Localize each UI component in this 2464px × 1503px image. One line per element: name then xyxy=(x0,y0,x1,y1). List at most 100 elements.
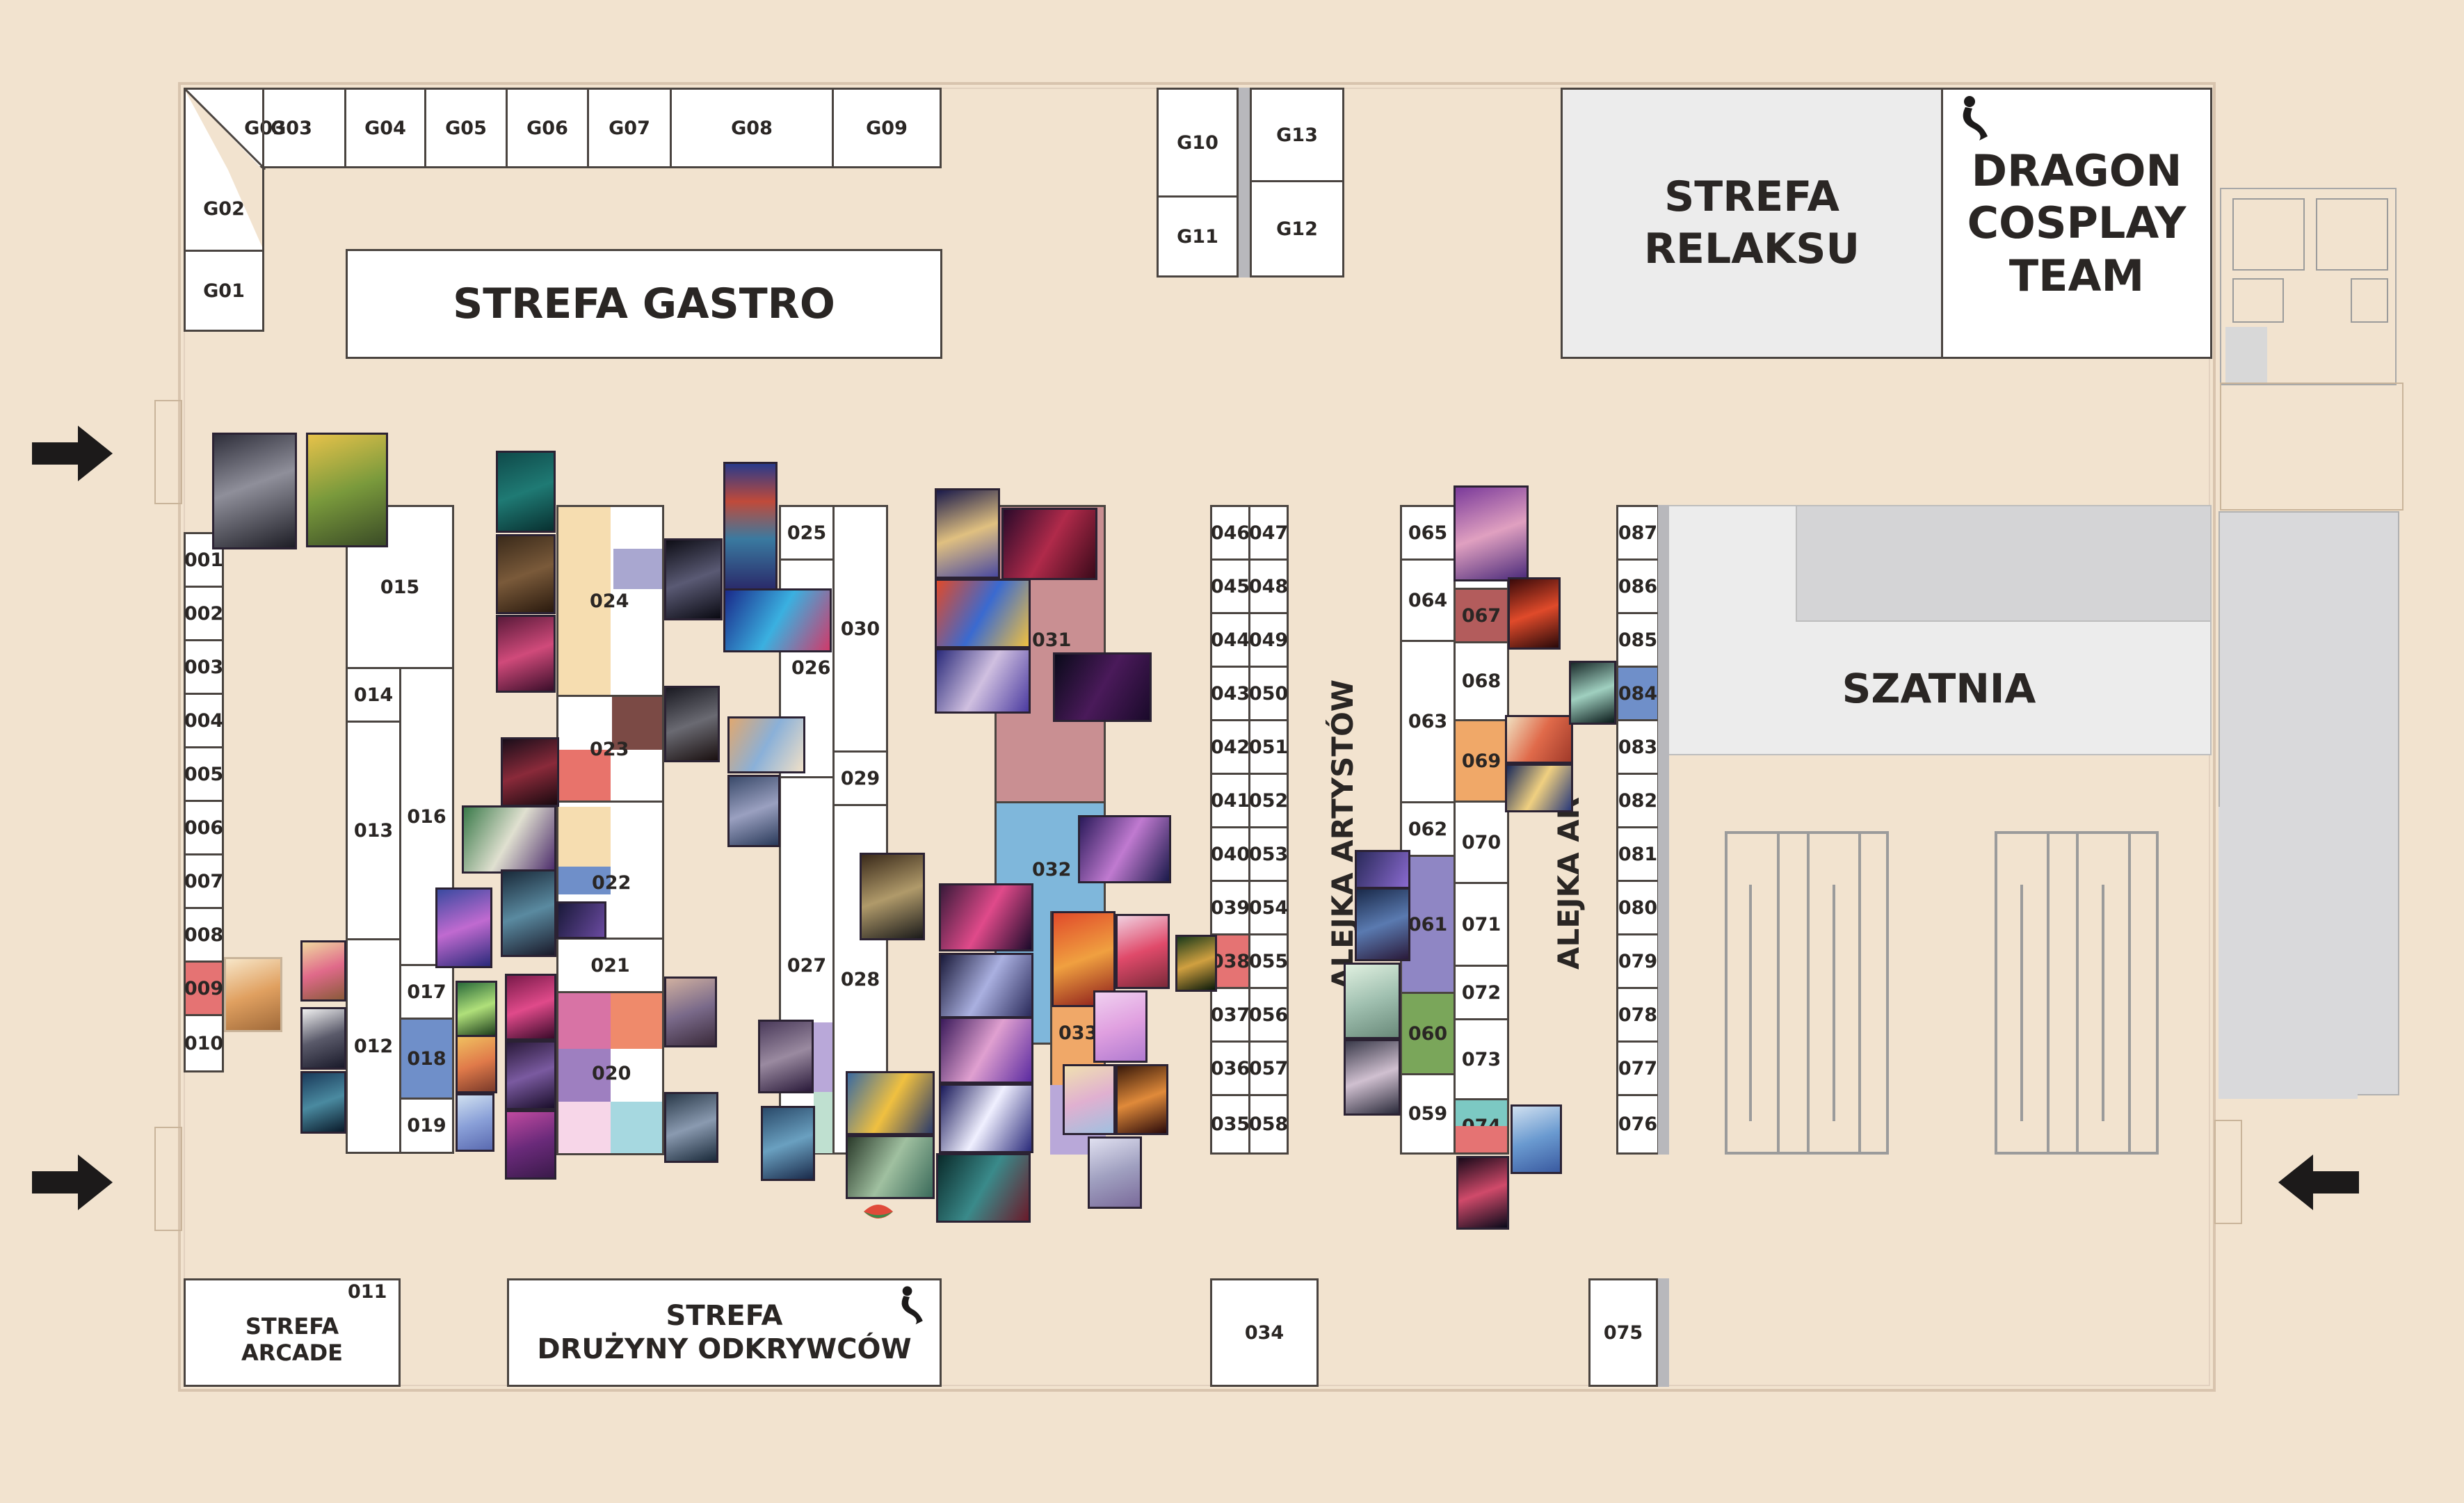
artist-illustration-thumbnail[interactable] xyxy=(1088,1136,1142,1209)
artist-illustration-thumbnail[interactable] xyxy=(224,957,282,1032)
booth-063[interactable]: 063 xyxy=(1400,640,1456,803)
zone-szatnia[interactable]: SZATNIA xyxy=(1666,622,2212,755)
artist-illustration-thumbnail[interactable] xyxy=(860,853,925,940)
booth-040[interactable]: 040 xyxy=(1210,826,1250,882)
booth-013[interactable]: 013 xyxy=(346,721,401,940)
booth-050[interactable]: 050 xyxy=(1248,666,1289,721)
booth-025[interactable]: 025 xyxy=(779,505,835,561)
artist-illustration-thumbnail[interactable] xyxy=(212,433,297,549)
booth-003[interactable]: 003 xyxy=(184,639,224,695)
artist-illustration-thumbnail[interactable] xyxy=(939,1017,1033,1084)
booth-029[interactable]: 029 xyxy=(832,750,888,806)
artist-illustration-thumbnail[interactable] xyxy=(664,686,720,762)
booth-010[interactable]: 010 xyxy=(184,1014,224,1072)
booth-046[interactable]: 046 xyxy=(1210,505,1250,561)
booth-G08[interactable]: G08 xyxy=(670,88,834,168)
artist-illustration-thumbnail[interactable] xyxy=(935,488,1000,579)
booth-047[interactable]: 047 xyxy=(1248,505,1289,561)
artist-illustration-thumbnail[interactable] xyxy=(505,974,556,1040)
booth-044[interactable]: 044 xyxy=(1210,612,1250,668)
booth-014[interactable]: 014 xyxy=(346,667,401,723)
artist-illustration-thumbnail[interactable] xyxy=(1344,1039,1401,1116)
artist-illustration-thumbnail[interactable] xyxy=(727,716,805,773)
artist-illustration-thumbnail[interactable] xyxy=(939,1084,1033,1153)
artist-illustration-thumbnail[interactable] xyxy=(1052,911,1116,1007)
booth-043[interactable]: 043 xyxy=(1210,666,1250,721)
artist-illustration-thumbnail[interactable] xyxy=(1508,577,1561,650)
booth-035[interactable]: 035 xyxy=(1210,1094,1250,1155)
artist-illustration-thumbnail[interactable] xyxy=(462,805,556,874)
booth-062[interactable]: 062 xyxy=(1400,801,1456,857)
artist-illustration-thumbnail[interactable] xyxy=(1569,661,1616,725)
artist-illustration-thumbnail[interactable] xyxy=(1116,914,1170,989)
booth-069[interactable]: 069 xyxy=(1454,719,1509,803)
booth-073[interactable]: 073 xyxy=(1454,1018,1509,1100)
booth-084[interactable]: 084 xyxy=(1616,666,1659,721)
artist-illustration-thumbnail[interactable] xyxy=(727,775,780,847)
booth-041[interactable]: 041 xyxy=(1210,773,1250,828)
zone-dragon-cosplay[interactable]: DRAGON COSPLAY TEAM xyxy=(1941,88,2212,359)
booth-019[interactable]: 019 xyxy=(399,1098,454,1154)
booth-020[interactable]: 020 xyxy=(556,991,664,1155)
booth-G06[interactable]: G06 xyxy=(506,88,589,168)
artist-illustration-thumbnail[interactable] xyxy=(496,534,556,614)
artist-illustration-thumbnail[interactable] xyxy=(505,1110,556,1180)
booth-039[interactable]: 039 xyxy=(1210,880,1250,935)
booth-079[interactable]: 079 xyxy=(1616,933,1659,989)
zone-gastro[interactable]: STREFA GASTRO xyxy=(346,249,942,359)
artist-illustration-thumbnail[interactable] xyxy=(1511,1104,1562,1174)
artist-illustration-thumbnail[interactable] xyxy=(664,976,717,1047)
artist-illustration-thumbnail[interactable] xyxy=(761,1106,815,1181)
artist-illustration-thumbnail[interactable] xyxy=(1063,1064,1116,1135)
booth-076[interactable]: 076 xyxy=(1616,1094,1659,1155)
booth-078[interactable]: 078 xyxy=(1616,987,1659,1043)
artist-illustration-thumbnail[interactable] xyxy=(1053,652,1152,722)
booth-051[interactable]: 051 xyxy=(1248,719,1289,775)
artist-illustration-thumbnail[interactable] xyxy=(1505,764,1573,812)
booth-052[interactable]: 052 xyxy=(1248,773,1289,828)
artist-illustration-thumbnail[interactable] xyxy=(1078,815,1171,883)
booth-081[interactable]: 081 xyxy=(1616,826,1659,882)
booth-054[interactable]: 054 xyxy=(1248,880,1289,935)
booth-034[interactable]: 034 xyxy=(1210,1278,1319,1387)
artist-illustration-thumbnail[interactable] xyxy=(505,1040,556,1110)
booth-G10[interactable]: G10 xyxy=(1157,88,1239,198)
artist-illustration-thumbnail[interactable] xyxy=(1175,935,1217,992)
artist-illustration-thumbnail[interactable] xyxy=(1454,485,1529,581)
artist-illustration-thumbnail[interactable] xyxy=(1344,963,1401,1039)
booth-072[interactable]: 072 xyxy=(1454,965,1509,1020)
booth-005[interactable]: 005 xyxy=(184,746,224,802)
booth-018[interactable]: 018 xyxy=(399,1018,454,1100)
booth-071[interactable]: 071 xyxy=(1454,882,1509,967)
booth-064[interactable]: 064 xyxy=(1400,558,1456,642)
booth-058[interactable]: 058 xyxy=(1248,1094,1289,1155)
artist-illustration-thumbnail[interactable] xyxy=(300,940,346,1002)
booth-011[interactable]: 011 xyxy=(348,1281,387,1303)
booth-009[interactable]: 009 xyxy=(184,961,224,1016)
artist-illustration-thumbnail[interactable] xyxy=(935,648,1031,714)
booth-024[interactable]: 024 xyxy=(556,505,664,697)
booth-037[interactable]: 037 xyxy=(1210,987,1250,1043)
booth-006[interactable]: 006 xyxy=(184,800,224,855)
booth-057[interactable]: 057 xyxy=(1248,1040,1289,1096)
booth-068[interactable]: 068 xyxy=(1454,641,1509,721)
artist-illustration-thumbnail[interactable] xyxy=(496,615,556,693)
artist-illustration-thumbnail[interactable] xyxy=(846,1135,935,1199)
booth-G04[interactable]: G04 xyxy=(344,88,426,168)
artist-illustration-thumbnail[interactable] xyxy=(1355,850,1410,889)
artist-illustration-thumbnail[interactable] xyxy=(939,953,1033,1018)
booth-G12[interactable]: G12 xyxy=(1250,180,1344,278)
booth-G05[interactable]: G05 xyxy=(424,88,508,168)
booth-077[interactable]: 077 xyxy=(1616,1040,1659,1096)
booth-G01[interactable]: G01 xyxy=(184,250,264,332)
booth-045[interactable]: 045 xyxy=(1210,558,1250,614)
artist-illustration-thumbnail[interactable] xyxy=(939,883,1033,951)
booth-056[interactable]: 056 xyxy=(1248,987,1289,1043)
booth-085[interactable]: 085 xyxy=(1616,612,1659,668)
artist-illustration-thumbnail[interactable] xyxy=(936,1153,1031,1223)
booth-030[interactable]: 030 xyxy=(832,505,888,753)
artist-illustration-thumbnail[interactable] xyxy=(1505,715,1573,764)
booth-002[interactable]: 002 xyxy=(184,586,224,641)
artist-illustration-thumbnail[interactable] xyxy=(1093,990,1148,1063)
booth-049[interactable]: 049 xyxy=(1248,612,1289,668)
